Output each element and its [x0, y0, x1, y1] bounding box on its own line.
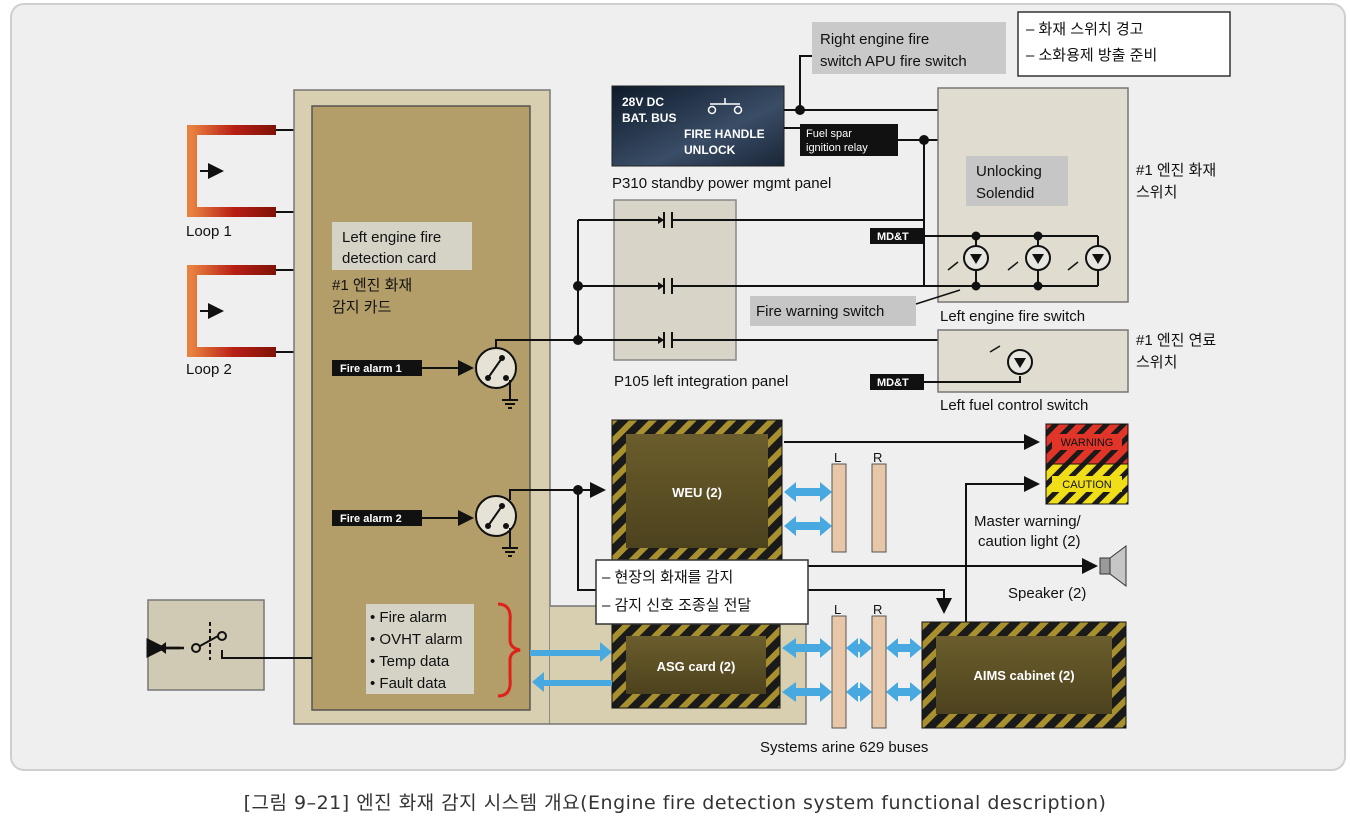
card-title-box — [332, 222, 472, 270]
p105-panel — [613, 199, 737, 361]
arinc-buses — [831, 463, 887, 729]
external-switch-icon — [146, 622, 227, 660]
weu-inner — [626, 434, 768, 548]
kr-note-top-text: – 화재 스위치 경고– 소화용제 방출 준비 — [1026, 21, 1157, 64]
fire-warning-switch-label: Fire warning switch — [756, 303, 884, 320]
data-brace — [497, 602, 521, 698]
kr-note-mid — [595, 559, 809, 625]
fire-switch-label: Left engine fire switch — [940, 308, 1085, 325]
data-list-box — [366, 604, 474, 694]
caution-label: CAUTION — [1062, 479, 1112, 491]
kr-note-mid-text: – 현장의 화재를 감지– 감지 신호 조종실 전달 — [602, 569, 751, 614]
speaker-icon — [1099, 545, 1127, 587]
aims-inner — [936, 636, 1112, 714]
weu-label: WEU (2) — [672, 485, 722, 500]
data-bus-arrows — [530, 482, 922, 702]
fire-warning-switch-box — [750, 296, 916, 326]
fuel-spar-relay — [800, 124, 898, 156]
kr-note-top — [1017, 11, 1231, 77]
aims-label: AIMS cabinet (2) — [973, 668, 1074, 683]
relay-2 — [475, 495, 518, 557]
master-warning-light — [1045, 423, 1129, 505]
fire-alarm-1-tag — [332, 360, 422, 376]
asg-inner — [626, 636, 766, 694]
p310-panel — [611, 85, 785, 167]
p310-label: P310 standby power mgmt panel — [612, 175, 831, 192]
fire-switch-mdt — [870, 228, 924, 244]
loop-2 — [187, 265, 276, 357]
solenoid-box — [966, 156, 1068, 206]
fuel-switch-lamp — [924, 345, 1033, 383]
right-switch-box — [812, 22, 1006, 74]
fire-alarm-1-label: Fire alarm 1 — [340, 363, 402, 375]
warning-label: WARNING — [1061, 437, 1114, 449]
fuel-switch-label: Left fuel control switch — [940, 397, 1088, 414]
top-wiring — [784, 55, 1021, 286]
asg-label: ASG card (2) — [657, 659, 736, 674]
fire-switch-lamps — [947, 245, 1111, 271]
p310-switch-icon — [707, 98, 743, 115]
speaker-label: Speaker (2) — [1008, 585, 1086, 602]
relay-1 — [475, 347, 518, 409]
fire-alarm-2-label: Fire alarm 2 — [340, 513, 402, 525]
bus-label: Systems arine 629 buses — [760, 739, 928, 756]
fuel-switch-mdt — [870, 374, 924, 390]
loop-2-label: Loop 2 — [186, 361, 232, 378]
loop-1-label: Loop 1 — [186, 223, 232, 240]
figure-caption: [그림 9–21] 엔진 화재 감지 시스템 개요(Engine fire de… — [243, 792, 1107, 814]
loop-1 — [187, 125, 276, 217]
fire-alarm-2-tag — [332, 510, 422, 526]
p105-label: P105 left integration panel — [614, 373, 788, 390]
master-light-label: Master warning/caution light (2) — [974, 513, 1082, 550]
fire-switch-mdt-label: MD&T — [877, 231, 909, 243]
fuel-switch-mdt-label: MD&T — [877, 377, 909, 389]
data-list: • Fire alarm • OVHT alarm • Temp data • … — [370, 609, 467, 692]
